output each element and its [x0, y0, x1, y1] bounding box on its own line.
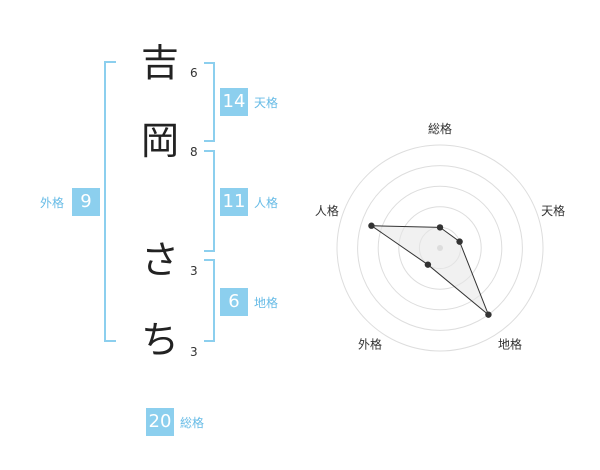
radar-axis-label-4: 外格 — [358, 336, 382, 351]
name-char-1: 吉 — [140, 41, 179, 85]
radar-point-1 — [436, 224, 444, 231]
radar-ring-5 — [336, 144, 544, 352]
stroke-count-4: 3 — [190, 345, 198, 359]
gaikaku-bracket — [104, 61, 116, 342]
radar-ring-3 — [377, 185, 503, 311]
radar-point-5 — [368, 222, 375, 229]
chikaku-bracket — [204, 259, 215, 342]
gaikaku-label: 外格 — [40, 196, 65, 210]
radar-ring-4 — [357, 165, 523, 331]
jinkaku-bracket — [204, 150, 215, 252]
tenkaku-label: 天格 — [254, 96, 279, 110]
jinkaku-label: 人格 — [254, 196, 279, 210]
soukaku-label: 総格 — [180, 416, 205, 430]
stroke-count-3: 3 — [190, 264, 198, 278]
soukaku-score: 20 — [146, 408, 174, 436]
radar-point-4 — [424, 261, 432, 268]
radar-axis-label-1: 総格 — [428, 121, 452, 136]
tenkaku-score: 14 — [220, 88, 248, 116]
radar-data-polygon — [369, 225, 489, 316]
radar-axis-label-5: 人格 — [315, 203, 339, 218]
radar-point-3 — [485, 311, 492, 318]
radar-axis-label-2: 天格 — [541, 203, 565, 218]
gaikaku-score: 9 — [72, 188, 100, 216]
radar-grid — [336, 144, 544, 352]
stroke-count-1: 6 — [190, 66, 198, 80]
name-char-3: さ — [140, 238, 179, 282]
stroke-count-2: 8 — [190, 145, 198, 159]
radar-point-2 — [456, 238, 463, 245]
name-char-2: 岡 — [140, 119, 179, 163]
radar-ring-2 — [398, 206, 482, 290]
tenkaku-bracket — [204, 62, 215, 142]
radar-axis-label-3: 地格 — [498, 336, 522, 351]
name-char-4: ち — [140, 318, 179, 362]
chikaku-label: 地格 — [254, 296, 279, 310]
chikaku-score: 6 — [220, 288, 248, 316]
jinkaku-score: 11 — [220, 188, 248, 216]
